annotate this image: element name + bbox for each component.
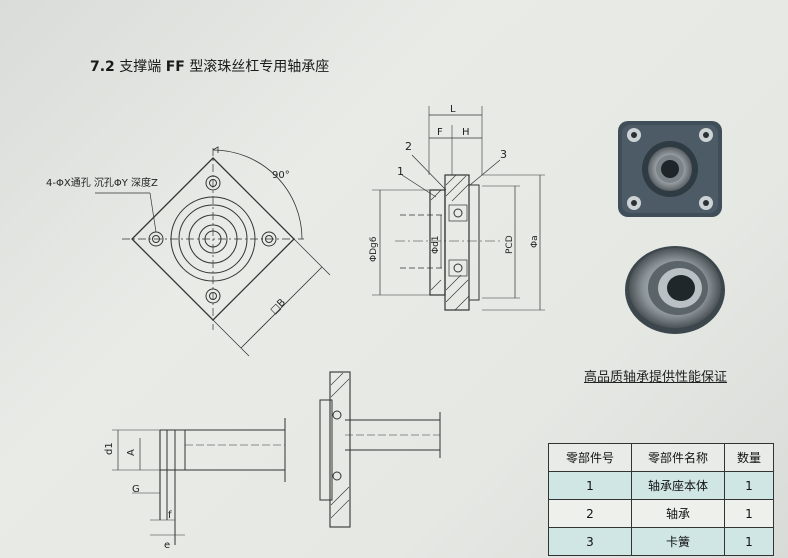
dim-PCD: PCD [505, 235, 515, 254]
bearing-photo [625, 246, 725, 334]
dim-d1: Φd1 [431, 235, 441, 254]
cell-part-number: 2 [548, 499, 632, 528]
cell-part-name: 轴承 [631, 499, 725, 528]
callout-3: 3 [500, 148, 507, 161]
dim-H: H [462, 127, 470, 138]
parts-table: 零部件号 零部件名称 数量 1 轴承座本体 1 2 轴承 1 3 卡簧 1 [548, 443, 774, 556]
hole-note: 4-ΦX通孔 沉孔ΦY 深度Z [46, 176, 158, 189]
detail-dim-e: e [164, 540, 170, 551]
detail-dim-G: G [132, 484, 140, 495]
cell-part-number: 1 [548, 471, 632, 500]
table-row: 1 轴承座本体 1 [548, 471, 774, 500]
header-part-number: 零部件号 [548, 443, 632, 472]
dim-Dg6: ΦDg6 [369, 236, 379, 262]
title-suffix: 型滚珠丝杠专用轴承座 [189, 59, 330, 75]
photo-caption: 高品质轴承提供性能保证 [584, 370, 728, 385]
section-number: 7.2 [90, 59, 115, 75]
section-title: 7.2 支撑端 FF 型滚珠丝杠专用轴承座 [90, 56, 329, 76]
detail-dim-A: A [126, 449, 137, 456]
dim-L: L [450, 104, 456, 115]
dim-F: F [437, 127, 443, 138]
angle-label: 90° [272, 170, 290, 181]
cell-quantity: 1 [724, 499, 774, 528]
detail-dim-f: f [168, 510, 172, 521]
cell-quantity: 1 [724, 471, 774, 500]
cell-quantity: 1 [724, 527, 774, 556]
flange-housing-photo [618, 121, 722, 217]
cell-part-name: 轴承座本体 [631, 471, 725, 500]
table-row: 2 轴承 1 [548, 499, 774, 528]
header-part-name: 零部件名称 [631, 443, 725, 472]
detail-dim-d1: d1 [104, 442, 115, 455]
table-row: 3 卡簧 1 [548, 527, 774, 556]
title-prefix: 支撑端 [119, 59, 162, 75]
callout-1: 1 [397, 165, 404, 178]
cell-part-name: 卡簧 [631, 527, 725, 556]
title-model: FF [165, 59, 185, 75]
cell-part-number: 3 [548, 527, 632, 556]
table-header-row: 零部件号 零部件名称 数量 [548, 443, 774, 472]
callout-2: 2 [405, 140, 412, 153]
header-quantity: 数量 [724, 443, 774, 472]
dim-a: Φa [530, 235, 540, 248]
